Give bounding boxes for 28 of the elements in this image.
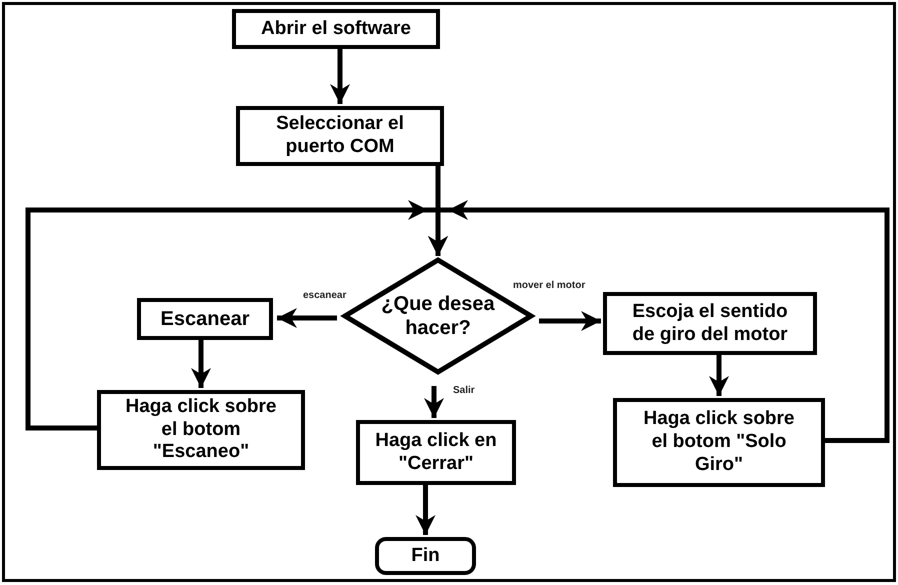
process-box (603, 292, 817, 355)
node-text: Escoja el sentido de giro del motor (631, 300, 789, 346)
arrow (330, 49, 350, 104)
terminal-box (375, 537, 476, 575)
arrow (428, 208, 890, 443)
process-box (236, 106, 444, 166)
process-box (613, 398, 825, 487)
arrow (539, 311, 601, 331)
node-text: Seleccionar el puerto COM (275, 113, 405, 159)
process-box (232, 9, 440, 49)
node-text: Haga click sobre el botom "Solo Giro" (642, 408, 796, 477)
node-text: Escanear (160, 307, 250, 331)
edge-label: escanear (302, 290, 348, 301)
process-box (137, 298, 273, 340)
arrow (416, 485, 436, 535)
node-text: Abrir el software (261, 18, 411, 40)
edge-label: mover el motor (512, 280, 586, 291)
edge-label: Salir (452, 385, 476, 396)
node-text: Haga click en "Cerrar" (374, 430, 498, 476)
process-box (356, 420, 516, 485)
process-box (97, 390, 305, 470)
arrow (277, 308, 337, 328)
arrow (709, 355, 729, 396)
arrow (424, 386, 444, 418)
node-text: ¿Que desea hacer? (380, 292, 496, 340)
arrow (191, 340, 211, 388)
node-text: Haga click sobre el botom "Escaneo" (124, 396, 278, 464)
node-text: Fin (411, 544, 440, 568)
